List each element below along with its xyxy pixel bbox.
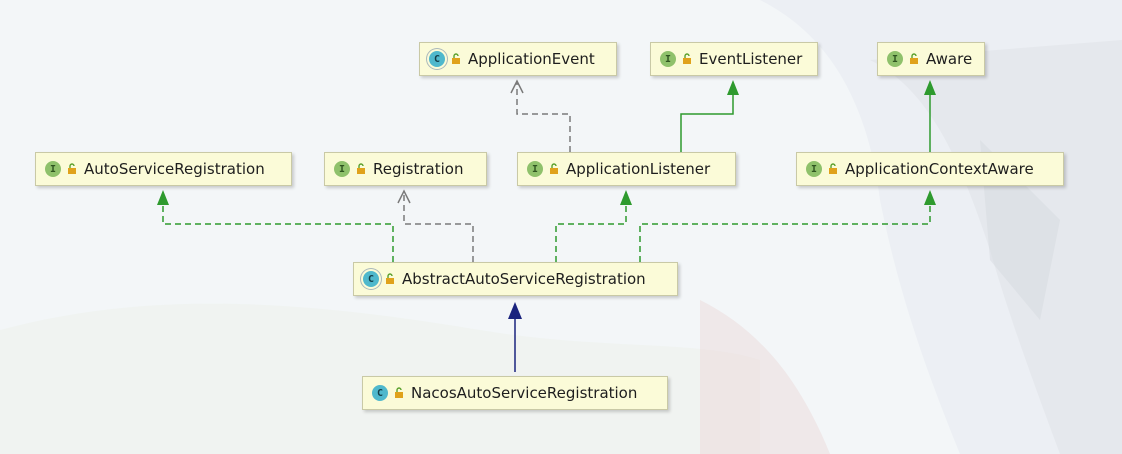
interface-icon: I [806,161,822,177]
arrowhead-applicationlistener [620,190,632,205]
class-icon: C [429,51,445,67]
arrowhead-applicationevent [510,79,524,94]
node-label: NacosAutoServiceRegistration [411,383,638,402]
node-application-context-aware[interactable]: I ApplicationContextAware [796,152,1064,186]
node-application-event[interactable]: C ApplicationEvent [419,42,617,76]
node-auto-service-registration[interactable]: I AutoServiceRegistration [35,152,292,186]
edge-applicationlistener-to-applicationevent [516,83,571,152]
node-event-listener[interactable]: I EventListener [650,42,818,76]
arrowhead-abstract [508,302,522,319]
node-label: AutoServiceRegistration [84,159,265,178]
arrowhead-autoserviceregistration [157,190,169,205]
edge-abstract-to-registration [403,193,474,262]
class-icon: C [372,385,388,401]
lock-icon [549,163,559,175]
arrowhead-applicationcontextaware [924,190,936,205]
edge-abstract-to-autoserviceregistration [162,200,394,262]
arrowhead-eventlistener [727,80,739,95]
interface-icon: I [334,161,350,177]
interface-icon: I [660,51,676,67]
node-label: Aware [926,49,973,68]
lock-icon [385,273,395,285]
arrowhead-registration [397,189,411,204]
node-nacos-auto-service-registration[interactable]: C NacosAutoServiceRegistration [362,376,668,410]
node-label: ApplicationContextAware [845,159,1034,178]
lock-icon [909,53,919,65]
node-abstract-auto-service-registration[interactable]: C AbstractAutoServiceRegistration [353,262,678,296]
node-label: AbstractAutoServiceRegistration [402,269,646,288]
abstract-class-icon: C [363,271,379,287]
node-application-listener[interactable]: I ApplicationListener [517,152,736,186]
interface-icon: I [887,51,903,67]
edge-applicationlistener-to-eventlistener [680,92,734,152]
interface-icon: I [45,161,61,177]
lock-icon [67,163,77,175]
node-label: Registration [373,159,464,178]
node-label: ApplicationListener [566,159,711,178]
lock-icon [394,387,404,399]
node-registration[interactable]: I Registration [324,152,487,186]
interface-icon: I [527,161,543,177]
lock-icon [682,53,692,65]
edge-abstract-to-applicationcontextaware [639,200,931,262]
lock-icon [451,53,461,65]
lock-icon [828,163,838,175]
node-aware[interactable]: I Aware [877,42,985,76]
edge-abstract-to-applicationlistener [555,200,627,262]
node-label: EventListener [699,49,803,68]
node-label: ApplicationEvent [468,49,595,68]
lock-icon [356,163,366,175]
arrowhead-aware [924,80,936,95]
